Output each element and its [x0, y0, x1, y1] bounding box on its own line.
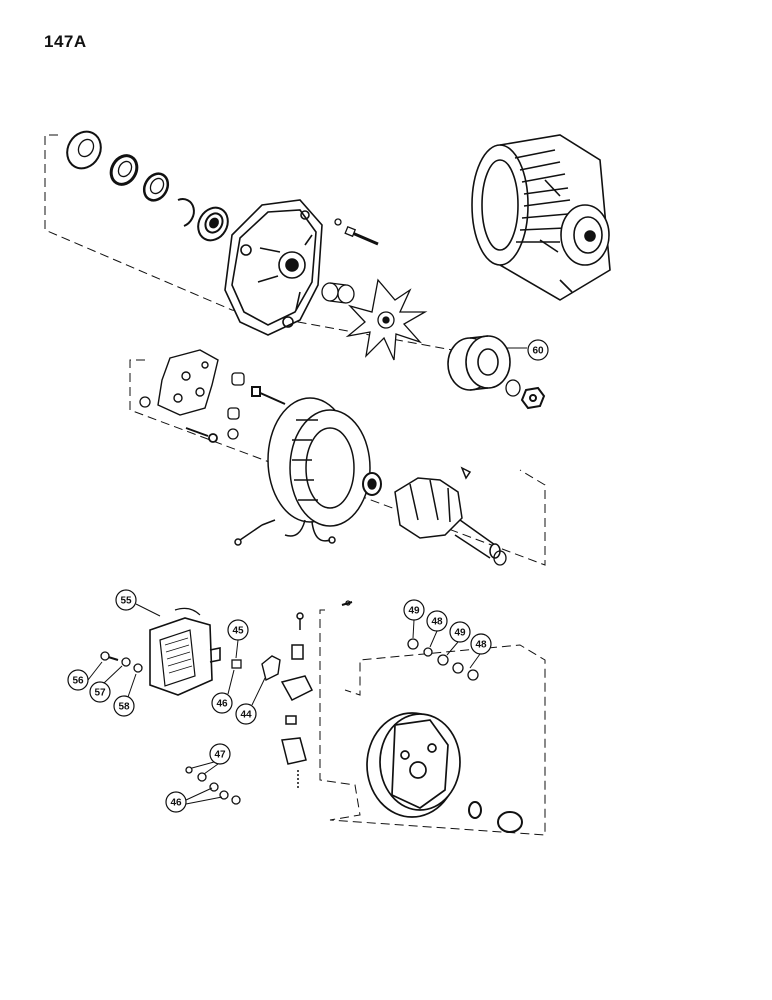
- callout-46: 46: [211, 692, 233, 714]
- callout-45: 45: [227, 619, 249, 641]
- svg-text:60: 60: [532, 346, 544, 357]
- diode-bracket-part: [157, 349, 219, 416]
- pulley-washer-part: [505, 379, 521, 397]
- callout-47: 47: [209, 743, 231, 765]
- svg-text:49: 49: [408, 606, 420, 617]
- nut-part: [139, 396, 151, 408]
- washer-part: [121, 657, 131, 667]
- drive-end-frame-part: [224, 199, 323, 336]
- svg-text:49: 49: [454, 628, 466, 639]
- through-bolt-part: [334, 218, 379, 246]
- rear-bearing-part: [362, 472, 382, 496]
- callout-48: 48: [426, 610, 448, 632]
- page-number: 147A: [44, 32, 87, 51]
- svg-text:58: 58: [118, 702, 130, 713]
- voltage-regulator-part: [149, 607, 221, 696]
- svg-text:48: 48: [431, 617, 443, 628]
- screw-part: [341, 600, 353, 606]
- washer-cluster: [407, 638, 479, 681]
- callout-49: 49: [449, 621, 471, 643]
- seal-washer-part: [66, 130, 102, 170]
- callout-49: 49: [403, 599, 425, 621]
- plug-part: [468, 801, 482, 819]
- svg-text:46: 46: [170, 798, 182, 809]
- washer-part: [133, 663, 143, 673]
- nut-part: [227, 428, 239, 440]
- insulator-part: [227, 407, 240, 420]
- callout-55: 55: [115, 589, 137, 611]
- insulator-part: [231, 372, 245, 386]
- rotor-part: [394, 466, 501, 559]
- svg-text:46: 46: [216, 699, 228, 710]
- washer-cluster: [185, 766, 241, 805]
- screw-part: [185, 427, 218, 443]
- cooling-fan-part: [345, 278, 428, 361]
- svg-text:56: 56: [72, 676, 84, 687]
- screw-part: [231, 659, 242, 669]
- spacer-washer-part: [142, 172, 170, 202]
- svg-text:47: 47: [214, 750, 226, 761]
- callout-44: 44: [235, 703, 257, 725]
- callout-56: 56: [67, 669, 89, 691]
- bearing-retainer-part: [109, 154, 139, 186]
- screw-part: [100, 651, 119, 661]
- svg-text:57: 57: [94, 688, 106, 699]
- pulley-part: [447, 335, 511, 391]
- bracket-part: [261, 655, 281, 682]
- o-ring-part: [497, 811, 523, 833]
- leader-lines: [87, 603, 481, 805]
- svg-text:44: 44: [240, 710, 252, 721]
- callout-labels: 60 55 45 56 57 58 46 44 49 48 49 48 47 4…: [67, 339, 549, 813]
- svg-text:45: 45: [232, 626, 244, 637]
- pulley-nut-part: [520, 386, 546, 410]
- callout-57: 57: [89, 681, 111, 703]
- callout-60: 60: [527, 339, 549, 361]
- front-bearing-part: [197, 206, 229, 242]
- snap-ring-part: [177, 198, 195, 227]
- assembled-alternator: [471, 134, 611, 301]
- rotor-ring-part: [493, 550, 507, 566]
- callout-46: 46: [165, 791, 187, 813]
- stator-part: [234, 397, 371, 546]
- front-bearing-stack: [66, 130, 229, 242]
- brush-holder-part: [280, 612, 314, 790]
- collar-spacer-part: [321, 282, 355, 304]
- callout-48: 48: [470, 633, 492, 655]
- svg-text:48: 48: [475, 640, 487, 651]
- callout-58: 58: [113, 695, 135, 717]
- terminal-bolt-part: [251, 386, 286, 405]
- slip-ring-end-frame-part: [366, 712, 461, 818]
- svg-text:55: 55: [120, 596, 132, 607]
